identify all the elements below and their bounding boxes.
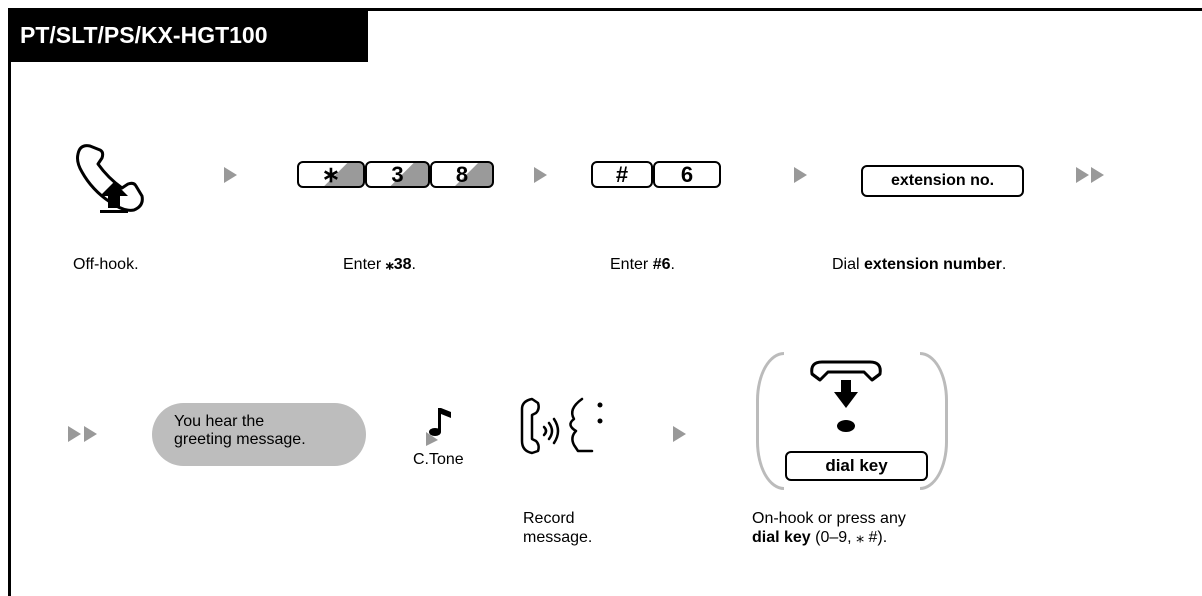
page-title: PT/SLT/PS/KX-HGT100 <box>8 8 368 62</box>
on-hook-line-1: On-hook or press any <box>752 510 906 527</box>
left-parenthesis <box>756 352 784 490</box>
off-hook-handset-icon <box>76 144 144 213</box>
record-line-1: Record <box>523 510 575 527</box>
double-arrow-part <box>1076 167 1089 183</box>
on-hook-caption: On-hook or press any dial key (0–9, ⁎ #)… <box>752 509 906 547</box>
digit-key-3: 3 <box>365 161 430 188</box>
greeting-message-bubble: You hear the greeting message. <box>152 403 366 466</box>
enter-hash6-caption: Enter #6. <box>610 256 675 273</box>
dial-key-button: dial key <box>785 451 928 481</box>
digit-key-6: 6 <box>653 161 721 188</box>
on-hook-line-2: dial key (0–9, ⁎ #). <box>752 529 888 546</box>
step-arrow <box>673 426 686 442</box>
step-arrow <box>794 167 807 183</box>
extension-no-key: extension no. <box>861 165 1024 197</box>
music-note-icon <box>426 408 451 446</box>
step-arrow <box>534 167 547 183</box>
diagram-frame <box>8 8 1202 596</box>
hash-key: # <box>591 161 653 188</box>
digit-key-8: 8 <box>430 161 494 188</box>
greeting-line-1: You hear the <box>174 413 265 430</box>
star-key: ∗ <box>297 161 365 188</box>
double-arrow-part <box>1091 167 1104 183</box>
double-arrow-part <box>84 426 97 442</box>
record-line-2: message. <box>523 529 593 546</box>
record-speaking-icon <box>520 397 603 455</box>
c-tone-caption: C.Tone <box>413 451 464 468</box>
step-arrow <box>224 167 237 183</box>
on-hook-handset-icon <box>810 360 882 432</box>
off-hook-caption: Off-hook. <box>73 256 139 273</box>
enter-star38-caption: Enter ⁎38. <box>343 256 416 273</box>
double-arrow-part <box>68 426 81 442</box>
record-message-caption: Record message. <box>523 509 592 547</box>
dial-extension-caption: Dial extension number. <box>832 256 1007 273</box>
greeting-line-2: greeting message. <box>174 431 306 448</box>
